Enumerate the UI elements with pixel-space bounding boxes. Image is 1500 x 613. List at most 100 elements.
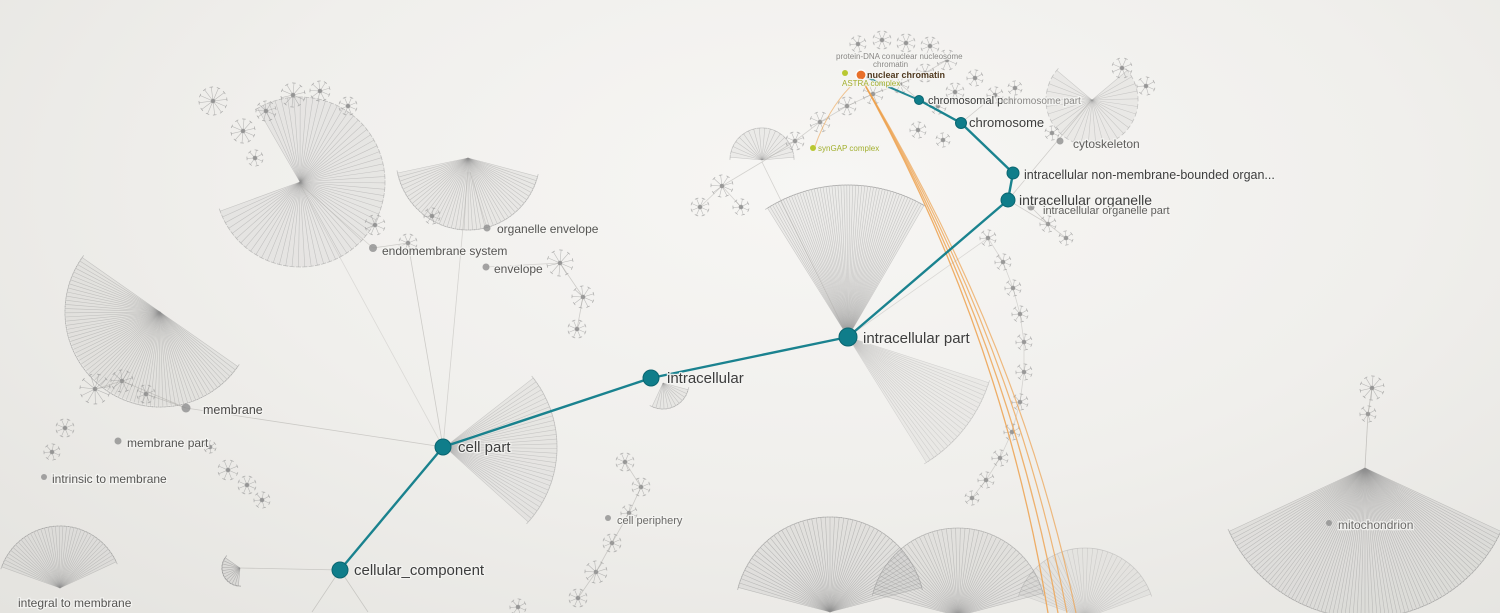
gray-node[interactable]	[369, 244, 377, 252]
gray-node[interactable]	[482, 263, 490, 271]
cluster-spoke	[770, 537, 831, 613]
node-cell-part[interactable]	[434, 438, 452, 456]
gray-node[interactable]	[1326, 520, 1332, 526]
node-chromosome[interactable]	[955, 117, 967, 129]
cluster-spoke	[299, 157, 382, 183]
burst-tip-tick	[1071, 238, 1074, 243]
burst-spoke	[794, 140, 799, 150]
cluster-spoke	[467, 157, 478, 230]
cluster-tip-tick	[542, 391, 546, 397]
label-cell-periphery[interactable]: cell periphery	[616, 514, 684, 528]
cluster-spoke	[761, 129, 771, 161]
label-intracellular-organelle-part[interactable]: intracellular organelle part	[1042, 204, 1171, 218]
label-integral-to-membrane[interactable]: integral to membrane	[17, 595, 133, 611]
cluster-tip-tick	[804, 518, 810, 521]
cluster-spoke	[159, 311, 184, 405]
cluster-tip-tick	[836, 516, 842, 519]
label-intracellular-nmb-organelle[interactable]: intracellular non-membrane-bounded organ…	[1023, 167, 1276, 183]
cluster-spoke	[1364, 467, 1374, 613]
burst-tip-tick	[707, 208, 710, 213]
burst-spoke	[1121, 67, 1132, 73]
cluster-spoke	[936, 530, 958, 613]
cluster-spoke	[8, 553, 61, 589]
gray-node[interactable]	[483, 224, 491, 232]
cluster-tip-tick	[114, 559, 118, 565]
label-cytoskeleton[interactable]: cytoskeleton	[1072, 136, 1141, 152]
cluster-spoke	[847, 185, 860, 338]
node-intracellular-organelle[interactable]	[1000, 192, 1016, 208]
cluster-spoke	[66, 311, 161, 330]
node-complex[interactable]	[810, 145, 816, 151]
burst-tip-tick	[907, 78, 910, 83]
burst-tip-tick	[222, 90, 226, 95]
gray-node[interactable]	[1056, 137, 1064, 145]
cluster-tip-tick	[958, 431, 963, 436]
burst-tip-tick	[1111, 69, 1114, 74]
gray-node[interactable]	[114, 437, 122, 445]
label-intracellular-organelle[interactable]: intracellular organelle	[1018, 191, 1154, 209]
cluster-spoke	[829, 540, 894, 613]
cluster-spoke	[121, 311, 161, 400]
burst-tip-tick	[267, 494, 271, 498]
burst-spoke	[571, 296, 584, 298]
cluster-spoke	[1087, 99, 1093, 146]
burst-spoke	[696, 198, 701, 208]
burst-tip-tick	[1057, 133, 1060, 138]
cluster-spoke	[467, 157, 494, 226]
burst-tip-tick	[58, 453, 61, 457]
burst-spoke	[577, 597, 582, 607]
cluster-tip-tick	[829, 185, 835, 187]
cluster-spoke	[467, 157, 473, 230]
cluster-tip-tick	[383, 167, 385, 173]
burst-tip-tick	[1124, 57, 1128, 60]
label-cellular-component[interactable]: cellular_component	[353, 561, 486, 580]
burst-tip-tick	[632, 463, 635, 468]
label-membrane-part[interactable]: membrane part	[126, 435, 210, 451]
burst-tip-tick	[241, 492, 246, 495]
cluster-spoke	[1364, 467, 1494, 546]
burst-tip-tick	[802, 135, 805, 140]
label-syngap-complex: synGAP complex	[818, 144, 879, 153]
gray-node[interactable]	[1027, 203, 1035, 211]
cluster-spoke	[299, 181, 377, 221]
node-intracellular-non-membrane-bounded-organelle[interactable]	[1006, 166, 1020, 180]
label-intrinsic-to-membrane[interactable]: intrinsic to membrane	[51, 471, 168, 487]
label-organelle-envelope[interactable]: organelle envelope	[496, 221, 600, 237]
label-cell-part[interactable]: cell part	[457, 438, 513, 457]
burst-spoke	[587, 571, 597, 579]
cluster-spoke	[958, 529, 975, 613]
label-nuclear-chromatin[interactable]: nuclear chromatin	[866, 69, 946, 81]
gray-node[interactable]	[605, 515, 611, 521]
label-intracellular-part[interactable]: intracellular part	[862, 329, 972, 348]
burst-spoke	[577, 594, 587, 599]
cluster-tip-tick	[1030, 569, 1035, 575]
node-chromosomal-part[interactable]	[914, 95, 924, 105]
cluster-spoke	[659, 382, 664, 409]
burst-tip-tick	[257, 102, 261, 106]
node-nuclear-chromatin[interactable]	[855, 69, 867, 81]
burst-spoke	[608, 534, 613, 544]
cluster-spoke	[299, 181, 306, 267]
cluster-spoke	[1364, 467, 1370, 613]
gray-node[interactable]	[41, 474, 47, 480]
node-intracellular-part[interactable]	[838, 327, 858, 347]
cluster-spoke	[829, 535, 887, 613]
label-membrane[interactable]: membrane	[202, 402, 264, 418]
gray-node[interactable]	[181, 403, 191, 413]
burst-tip-tick	[690, 208, 693, 213]
burst-tip-tick	[1013, 294, 1017, 297]
node-intracellular[interactable]	[642, 369, 660, 387]
cluster-tip-tick	[908, 539, 914, 544]
label-envelope[interactable]: envelope	[493, 261, 544, 277]
label-chromosomal-part[interactable]: chromosomal part	[927, 94, 1017, 108]
cluster-spoke	[93, 311, 161, 381]
burst-tip-tick	[1026, 403, 1029, 407]
label-mitochondrion[interactable]: mitochondrion	[1337, 517, 1415, 533]
cluster-spoke	[1364, 467, 1496, 543]
burst-tip-tick	[994, 86, 999, 88]
label-chromosome[interactable]: chromosome	[968, 114, 1046, 131]
node-cellular-component[interactable]	[331, 561, 349, 579]
label-endomembrane-system[interactable]: endomembrane system	[381, 243, 509, 259]
node-complex[interactable]	[842, 70, 848, 76]
label-intracellular[interactable]: intracellular	[666, 369, 745, 388]
